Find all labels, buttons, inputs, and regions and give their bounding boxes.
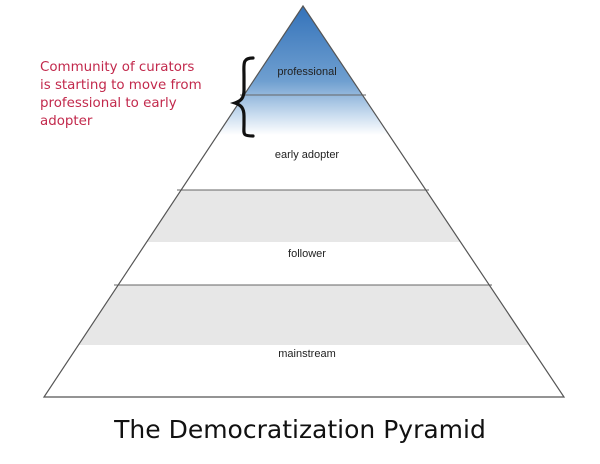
pyramid-outline <box>42 4 566 398</box>
tier-label-follower: follower <box>288 248 326 260</box>
tier-mainstream-shade <box>44 285 564 345</box>
tier-follower-shade <box>44 190 564 242</box>
annotation-line: Community of curators <box>40 60 195 75</box>
annotation-line: professional to early <box>40 96 177 111</box>
tier-label-mainstream: mainstream <box>278 348 335 360</box>
diagram-title: The Democratization Pyramid <box>114 415 486 444</box>
tier-label-early-adopter: early adopter <box>275 149 340 161</box>
annotation-line: is starting to move from <box>40 78 202 93</box>
tier-label-professional: professional <box>277 66 336 78</box>
curators-annotation: Community of curators is starting to mov… <box>40 59 236 131</box>
curly-brace <box>229 56 255 138</box>
annotation-line: adopter <box>40 114 93 129</box>
